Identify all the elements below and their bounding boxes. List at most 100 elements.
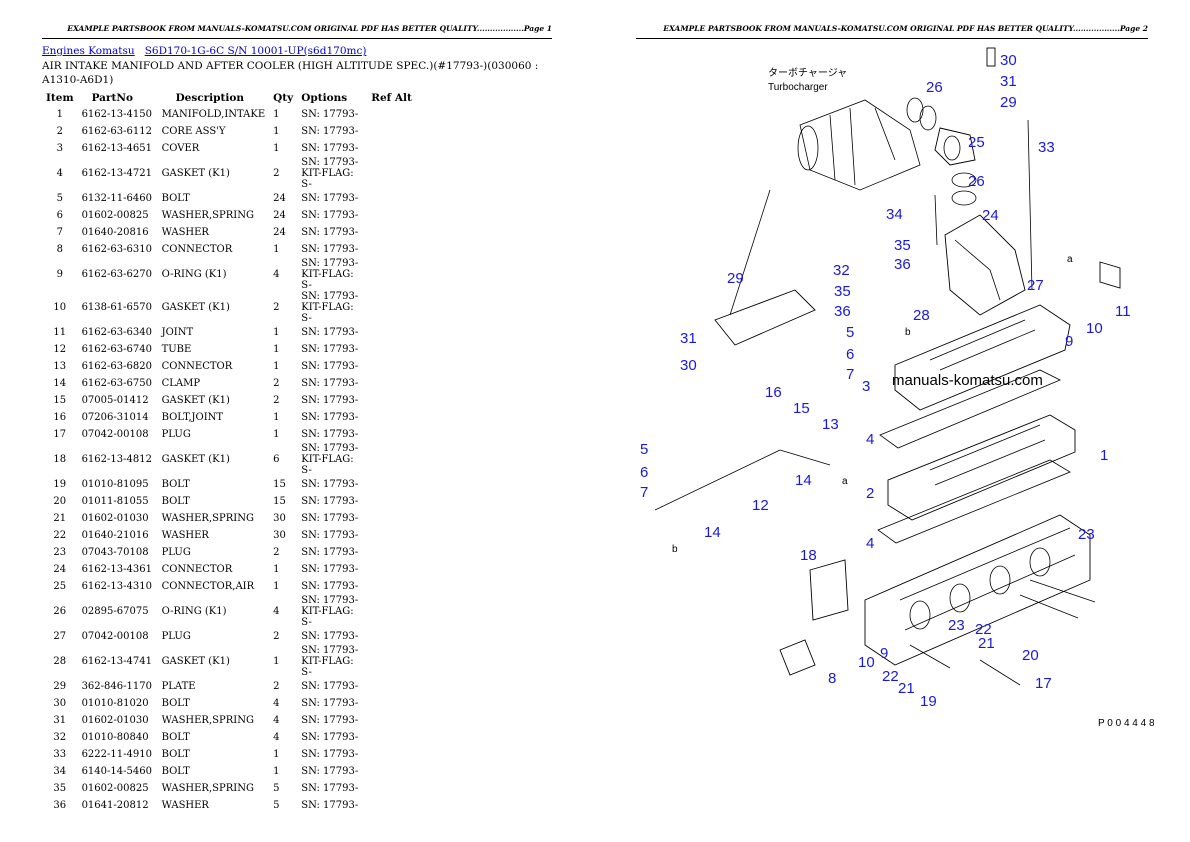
cell-ref-alt bbox=[367, 510, 416, 527]
cell-options: SN: 17793- bbox=[297, 628, 367, 645]
option-sn: SN: 17793- bbox=[301, 327, 359, 338]
col-header-ref-alt: Ref Alt bbox=[371, 92, 412, 104]
core-assy-2 bbox=[887, 414, 1076, 521]
callout-22: 22 bbox=[975, 621, 992, 638]
cell-options: SN: 17793- bbox=[297, 476, 367, 493]
callout-8: 8 bbox=[828, 670, 836, 687]
option-sn: SN: 17793- bbox=[301, 547, 359, 558]
option-sn: SN: 17793- bbox=[301, 157, 359, 168]
cell-qty: 1 bbox=[273, 143, 280, 154]
cell-partno: 6162-13-4150 bbox=[81, 109, 152, 120]
tube-12 bbox=[654, 449, 781, 511]
cell-partno: 6162-63-6112 bbox=[81, 126, 152, 137]
cell-qty: 15 bbox=[273, 496, 286, 507]
arrow-b-bottom: b bbox=[672, 544, 678, 555]
cell-qty: 1 bbox=[273, 564, 280, 575]
option-sn: SN: 17793- bbox=[301, 645, 359, 656]
cell-item: 20 bbox=[53, 496, 67, 507]
callout-23: 23 bbox=[948, 617, 965, 634]
bolt-30 bbox=[986, 47, 996, 67]
callout-13: 13 bbox=[822, 416, 839, 433]
cell-qty: 24 bbox=[273, 227, 286, 238]
cell-partno: 6162-63-6750 bbox=[81, 378, 152, 389]
option-kit-flag: KIT-FLAG: S- bbox=[301, 454, 354, 476]
callout-29: 29 bbox=[727, 270, 744, 287]
arrow-a-bottom: a bbox=[842, 476, 848, 487]
callout-5: 5 bbox=[846, 324, 854, 341]
cell-ref-alt bbox=[367, 712, 416, 729]
cell-item: 36 bbox=[53, 800, 67, 811]
cell-qty: 4 bbox=[273, 732, 280, 743]
cell-item: 18 bbox=[53, 454, 67, 465]
cell-partno: 01010-80840 bbox=[81, 732, 149, 743]
cell-partno: 6162-63-6310 bbox=[81, 244, 152, 255]
cell-options: SN: 17793- bbox=[297, 797, 367, 814]
cell-qty: 1 bbox=[273, 429, 280, 440]
cell-ref-alt bbox=[367, 645, 416, 678]
cell-options: SN: 17793- bbox=[297, 561, 367, 578]
option-sn: SN: 17793- bbox=[301, 193, 359, 204]
cell-ref-alt bbox=[367, 392, 416, 409]
cell-qty: 1 bbox=[273, 361, 280, 372]
cell-qty: 1 bbox=[273, 244, 280, 255]
option-sn: SN: 17793- bbox=[301, 227, 359, 238]
cell-options: SN: 17793-KIT-FLAG: S- bbox=[297, 595, 367, 628]
option-sn: SN: 17793- bbox=[301, 378, 359, 389]
bolt-row-lower bbox=[1019, 594, 1079, 619]
cell-description: WASHER,SPRING bbox=[161, 783, 254, 794]
cell-partno: 01641-20812 bbox=[81, 800, 149, 811]
cell-qty: 4 bbox=[273, 698, 280, 709]
callout-16: 16 bbox=[765, 384, 782, 401]
cell-item: 21 bbox=[53, 513, 67, 524]
cell-item: 12 bbox=[53, 344, 67, 355]
connector-24 bbox=[944, 214, 1026, 316]
option-sn: SN: 17793- bbox=[301, 581, 359, 592]
gasket-4-top bbox=[879, 369, 1061, 449]
option-kit-flag: KIT-FLAG: S- bbox=[301, 269, 354, 291]
cell-description: BOLT bbox=[161, 749, 190, 760]
cell-options: SN: 17793- bbox=[297, 578, 367, 595]
cell-ref-alt bbox=[367, 157, 416, 190]
callout-6: 6 bbox=[846, 346, 854, 363]
cell-description: CONNECTOR,AIR bbox=[161, 581, 255, 592]
cell-options: SN: 17793- bbox=[297, 375, 367, 392]
cell-ref-alt bbox=[367, 493, 416, 510]
cell-partno: 01602-01030 bbox=[81, 715, 149, 726]
callout-22: 22 bbox=[882, 668, 899, 685]
cell-ref-alt bbox=[367, 561, 416, 578]
turbocharger-label-en: Turbocharger bbox=[768, 82, 828, 93]
cell-options: SN: 17793- bbox=[297, 695, 367, 712]
cell-partno: 02895-67075 bbox=[81, 606, 149, 617]
breadcrumb-link-model[interactable]: S6D170-1G-6C S/N 10001-UP(s6d170mc) bbox=[144, 45, 367, 57]
page-title: AIR INTAKE MANIFOLD AND AFTER COOLER (HI… bbox=[42, 60, 539, 86]
cell-partno: 6132-11-6460 bbox=[81, 193, 152, 204]
cell-options: SN: 17793- bbox=[297, 341, 367, 358]
cell-ref-alt bbox=[367, 426, 416, 443]
cell-ref-alt bbox=[367, 527, 416, 544]
breadcrumb-link-engines[interactable]: Engines Komatsu bbox=[42, 45, 135, 57]
callout-25: 25 bbox=[968, 134, 985, 151]
cell-partno: 6162-63-6740 bbox=[81, 344, 152, 355]
cell-qty: 1 bbox=[273, 126, 280, 137]
callout-17: 17 bbox=[1035, 675, 1052, 692]
cell-item: 29 bbox=[53, 681, 67, 692]
callout-6: 6 bbox=[640, 464, 648, 481]
cell-partno: 07042-00108 bbox=[81, 631, 149, 642]
cell-item: 6 bbox=[56, 210, 63, 221]
page-header-right: EXAMPLE PARTSBOOK FROM MANUALS-KOMATSU.C… bbox=[636, 24, 1148, 39]
option-sn: SN: 17793- bbox=[301, 126, 359, 137]
cell-ref-alt bbox=[367, 443, 416, 476]
cell-description: WASHER,SPRING bbox=[161, 210, 254, 221]
cell-qty: 2 bbox=[273, 378, 280, 389]
